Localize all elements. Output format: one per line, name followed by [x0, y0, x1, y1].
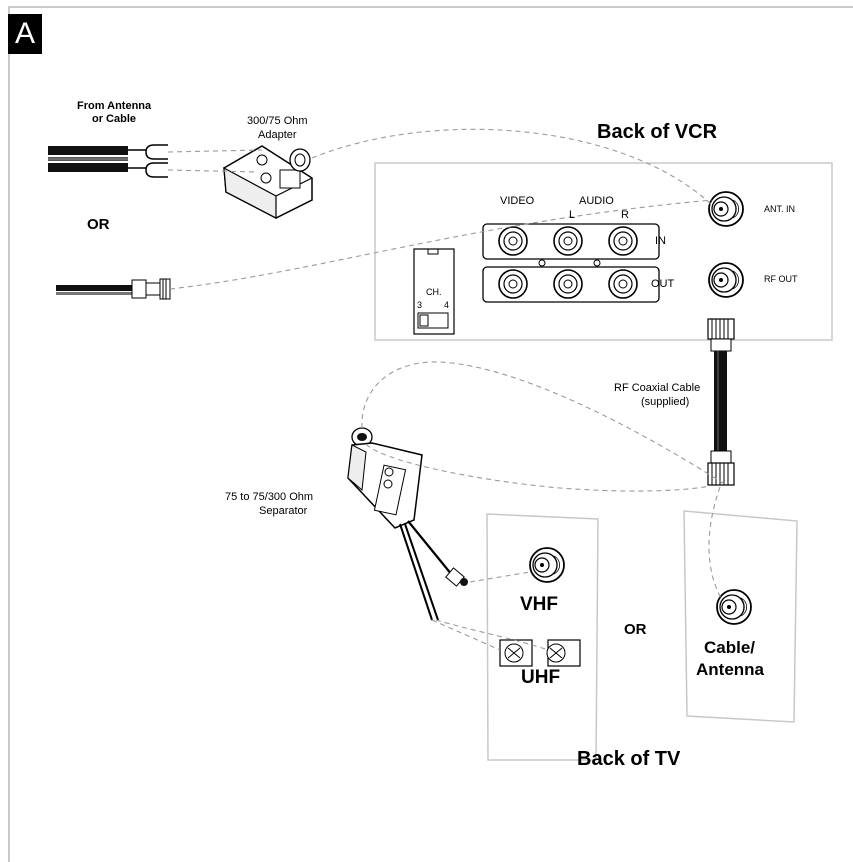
tv-uhf-label: UHF [521, 667, 561, 688]
adapter-label-line1: 300/75 Ohm [247, 115, 308, 127]
vcr-out-label: OUT [651, 278, 675, 290]
cable-antenna-line2: Antenna [696, 660, 764, 679]
vcr-channel-label: CH. [426, 287, 442, 297]
vcr-video-label: VIDEO [500, 195, 535, 207]
figure-badge: A [8, 14, 42, 54]
vcr-back-panel [374, 162, 833, 341]
source-label-line2: or Cable [92, 113, 137, 125]
vcr-right-label: R [621, 209, 629, 221]
vcr-left-label: L [569, 209, 576, 221]
twin-lead-cable [48, 144, 168, 178]
frame-left-border [8, 6, 10, 862]
connection-paths [167, 128, 727, 651]
cable-antenna-wall-plate [683, 510, 798, 723]
vcr-in-label: IN [655, 235, 666, 247]
separator-label-line2: Separator [259, 505, 308, 517]
source-label-line1: From Antenna [77, 100, 152, 112]
vcr-channel-4: 4 [444, 300, 450, 310]
tv-wall-plate [486, 513, 599, 761]
cable-label-line1: RF Coaxial Cable [614, 382, 701, 394]
adapter-label-line2: Adapter [258, 129, 297, 141]
frame-top-border [8, 6, 853, 8]
rf-coaxial-cable [707, 318, 735, 486]
cable-label-line2: (supplied) [641, 396, 690, 408]
adapter-300-75 [223, 145, 313, 219]
vcr-channel-3: 3 [417, 300, 423, 310]
tv-vhf-label: VHF [520, 594, 558, 615]
vcr-title: Back of VCR [597, 121, 718, 143]
coax-cable-left [56, 278, 171, 300]
separator-label-line1: 75 to 75/300 Ohm [225, 491, 314, 503]
separator-75-300 [347, 427, 468, 621]
vcr-rf-out-label: RF OUT [764, 274, 798, 284]
tv-title: Back of TV [577, 748, 681, 770]
or-label-right: OR [624, 621, 647, 638]
cable-antenna-line1: Cable/ [704, 638, 756, 657]
or-label-left: OR [87, 216, 110, 233]
vcr-ant-in-label: ANT. IN [764, 204, 796, 214]
vcr-audio-label: AUDIO [579, 195, 614, 207]
